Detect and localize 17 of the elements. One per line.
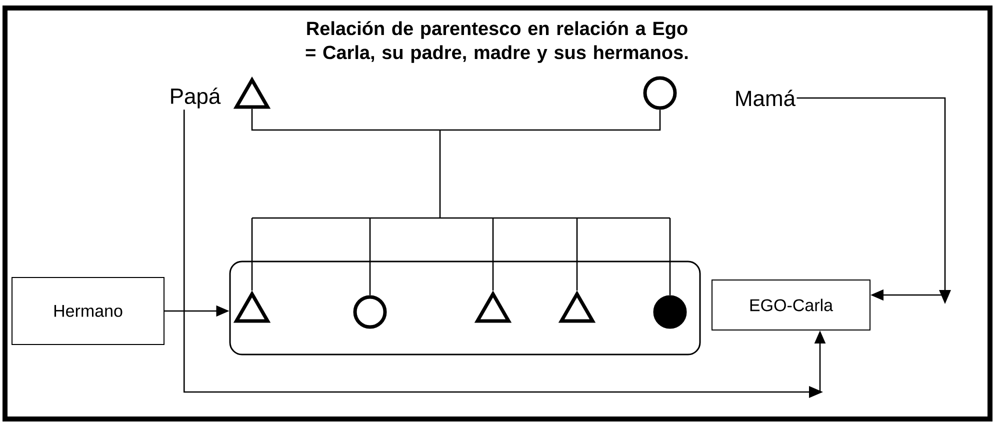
kin-label: Papá [171, 88, 221, 108]
circle-symbol [643, 76, 677, 110]
descent-line [492, 218, 494, 290]
descent-line [669, 218, 671, 296]
title: Relación de parentesco en relación a Ego = Carla, su padre, madre y sus hermanos. [306, 21, 688, 63]
descent-line [251, 129, 671, 219]
name-box: Hermano [12, 277, 165, 345]
descent-line [369, 218, 371, 296]
connector [796, 97, 951, 304]
name-box: EGO-Carla [712, 280, 870, 330]
circle-symbol [353, 295, 387, 329]
descent-line [576, 218, 578, 290]
descent-line [251, 218, 253, 290]
circle-symbol [653, 295, 687, 329]
group-box [229, 260, 701, 356]
kin-label: Mamá [736, 90, 796, 106]
marriage-line [251, 108, 661, 131]
